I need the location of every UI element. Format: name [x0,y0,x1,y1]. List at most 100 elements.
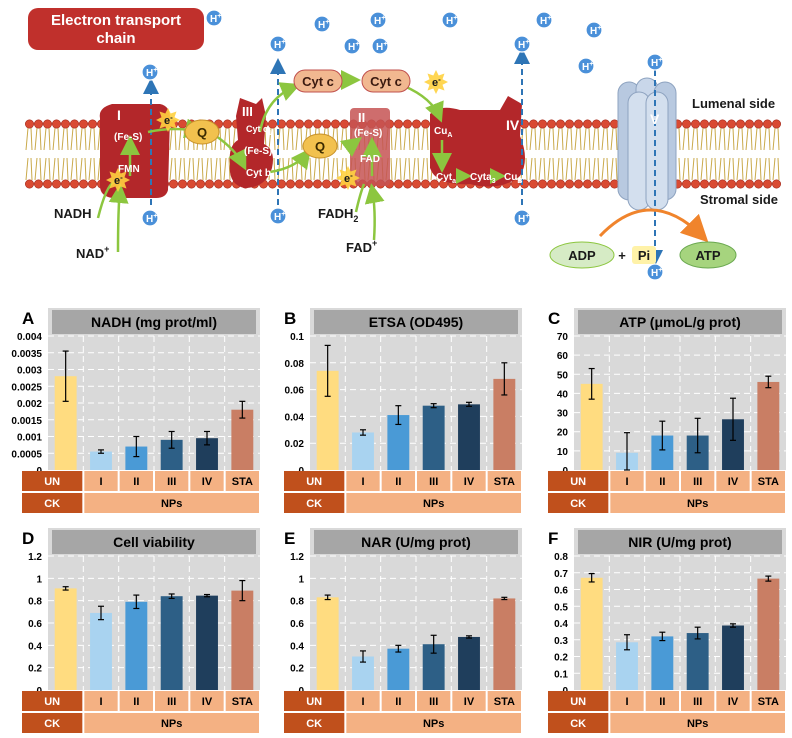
category-cell [610,471,644,491]
bar-iv [722,625,744,690]
category-label: UN [306,476,322,488]
bar-sta [231,409,254,470]
quinone-1-label: Q [197,125,207,140]
category-label: IV [728,476,739,488]
atp-ellipse [679,241,737,269]
proton-9: H+ [371,37,389,55]
bar-un [580,577,603,690]
proton-13: H+ [141,209,159,227]
category-label: STA [494,696,515,708]
bar-iv [196,595,218,690]
category-cell [487,691,521,711]
proton-12: H+ [646,53,664,71]
y-tick-label: 0.002 [17,399,42,410]
proton-7: H+ [269,35,287,53]
chart-title-bar [52,310,256,334]
error-bar-iv [730,397,736,441]
group-label-ck: CK [44,498,60,510]
bar-ii [387,648,410,690]
category-cell [190,691,224,711]
category-label: UN [570,696,586,708]
protons: H+H+H+H+H+H+H+H+H+H+H+H+H+H+H+H+H+ [141,9,664,281]
error-bar-iii [168,430,175,449]
group-label-nps: NPs [161,718,182,730]
bar-ii [651,435,674,470]
panel-letter: D [22,529,34,548]
error-bar-sta [239,579,246,602]
y-tick-label: 0.06 [285,386,305,397]
category-label: UN [570,476,586,488]
error-bar-i [98,449,104,454]
category-cell [716,471,750,491]
bar-un [54,376,77,470]
group-cell-nps [346,713,521,733]
bar-i [352,656,374,690]
error-bar-iii [168,593,175,600]
chart-title-bar [52,530,256,554]
stromal-side-label: Stromal side [700,192,778,207]
y-tick-label: 30 [557,409,569,420]
category-label: III [167,476,176,488]
category-label: UN [44,696,60,708]
bar-sta [757,578,780,690]
category-cell [487,471,521,491]
chart-title-bar [314,310,518,334]
proton-0: H+ [205,9,223,27]
chart-title: ETSA (OD495) [369,314,463,330]
category-cell [381,471,415,491]
proton-3: H+ [441,11,459,29]
category-cell [452,471,486,491]
proton-11: H+ [577,57,595,75]
proton-1: H+ [313,15,331,33]
error-bar-sta [501,362,508,396]
group-label-ck: CK [44,718,60,730]
category-cell [381,691,415,711]
group-cell-ck [22,713,83,733]
y-tick-label: 0.0035 [11,349,42,360]
error-bar-iii [694,417,701,454]
bar-sta [493,598,516,690]
fes-label-i: (Fe-S) [114,132,142,143]
error-bar-iv [730,623,736,628]
category-cell [645,691,679,711]
svg-text:H+: H+ [274,39,285,51]
group-label-nps: NPs [687,498,708,510]
y-tick-label: 50 [557,370,569,381]
chart-title-bar [314,530,518,554]
category-cell [22,691,83,711]
y-tick-label: 0.3 [554,636,568,647]
group-label-nps: NPs [423,718,444,730]
y-tick-label: 1.2 [28,552,42,563]
bar-ii [125,601,148,690]
category-label: II [659,476,665,488]
category-cell [681,691,715,711]
y-tick-label: 0.04 [285,412,305,423]
group-cell-nps [346,493,521,513]
y-tick-label: 0.004 [17,332,42,343]
quinone-1 [184,119,220,145]
group-cell-nps [84,493,259,513]
y-tick-label: 60 [557,351,569,362]
svg-text:H+: H+ [582,61,593,73]
error-bar-sta [239,400,246,419]
cua-label: CuA [434,126,452,139]
error-bar-iv [466,635,472,639]
category-label: IV [464,476,475,488]
svg-text:H+: H+ [540,15,551,27]
complex-i-label: I [117,107,121,123]
category-label: STA [494,476,515,488]
group-label-nps: NPs [687,718,708,730]
group-label-nps: NPs [161,498,182,510]
category-label: II [133,476,139,488]
category-label: I [99,476,102,488]
category-cell [346,691,380,711]
y-tick-label: 0.4 [554,619,568,630]
y-tick-label: 0.2 [290,664,304,675]
bar-un [316,370,339,470]
proton-15: H+ [513,209,531,227]
proton-10: H+ [513,35,531,53]
